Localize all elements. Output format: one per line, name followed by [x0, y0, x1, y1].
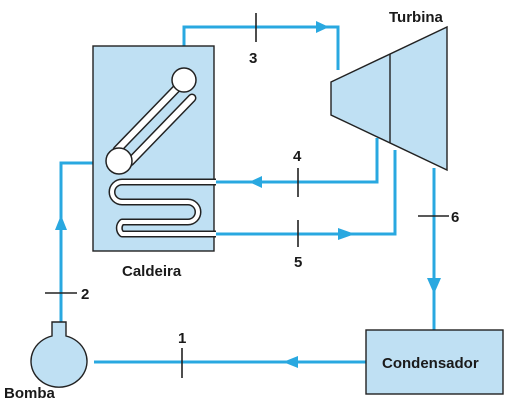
- pump-label: Bomba: [4, 385, 55, 402]
- flow-arrow-state-5: [338, 228, 355, 240]
- turbine-label: Turbina: [389, 9, 444, 26]
- state-label-1: 1: [178, 330, 186, 347]
- state-label-6: 6: [451, 209, 459, 226]
- state-label-4: 4: [293, 148, 302, 165]
- state-label-2: 2: [81, 286, 89, 303]
- state-label-3: 3: [249, 50, 257, 67]
- condenser-label: Condensador: [382, 355, 479, 372]
- pump: [30, 321, 88, 388]
- flow-arrow-state-1: [283, 356, 298, 368]
- reheater-coil-inner: [110, 180, 216, 236]
- condenser: [365, 329, 504, 395]
- flow-arrow-state-3: [316, 21, 329, 33]
- boiler-lower-drum: [105, 147, 133, 175]
- flow-arrow-state-6: [427, 278, 441, 294]
- boiler-upper-drum: [171, 67, 197, 93]
- flow-arrow-state-2: [55, 215, 67, 230]
- turbine: [330, 25, 448, 172]
- state-label-5: 5: [294, 254, 302, 271]
- pipe-reheater-to-turbine: [216, 150, 397, 236]
- boiler-label: Caldeira: [122, 263, 182, 280]
- pipe-turbine-to-reheater: [216, 138, 379, 184]
- flow-arrow-state-4: [249, 176, 262, 188]
- boiler-tube-bundle: [112, 81, 197, 167]
